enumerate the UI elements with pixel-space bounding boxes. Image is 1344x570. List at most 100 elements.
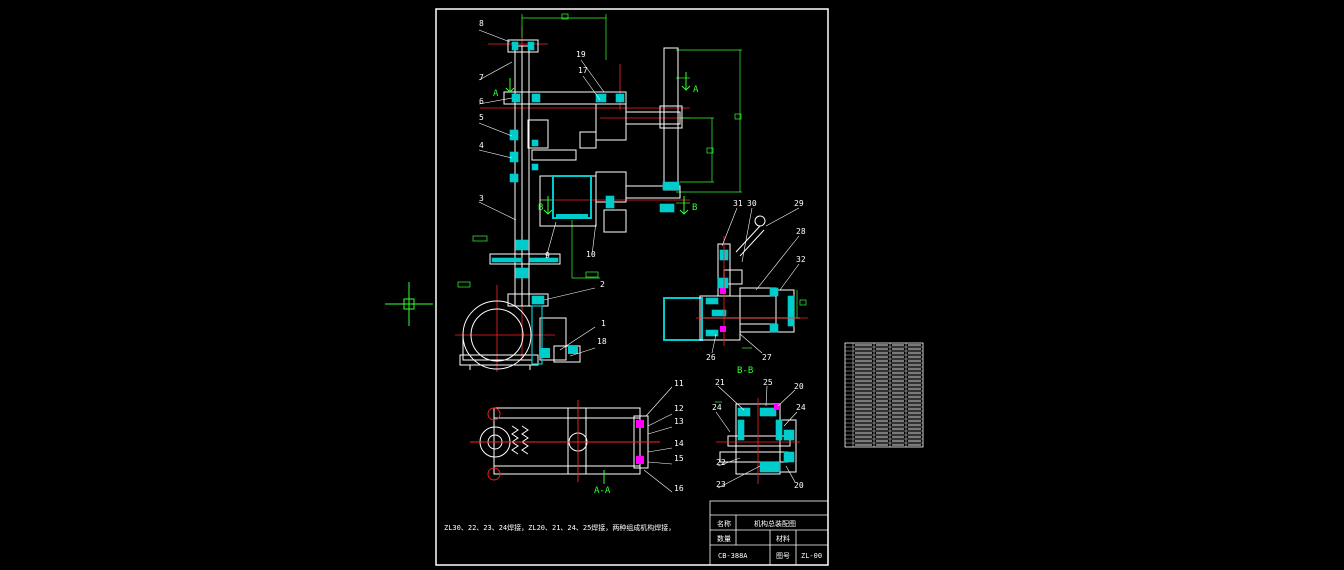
parts-list-cell <box>892 372 904 374</box>
parts-list-cell <box>908 348 921 350</box>
part-label-17: 17 <box>578 66 588 75</box>
part-label-14: 14 <box>674 439 684 448</box>
section-view-a-a <box>470 400 660 484</box>
parts-list-cell <box>908 380 921 382</box>
parts-list-cell <box>892 392 904 394</box>
section-markers: A A B B B-B A-A <box>493 85 753 496</box>
part-label-8: 8 <box>479 19 484 28</box>
parts-list-cell <box>876 408 888 410</box>
part-label-18: 18 <box>597 337 607 346</box>
parts-list-cell <box>855 408 872 410</box>
parts-list-cell <box>855 360 872 362</box>
part-label-26: 26 <box>706 353 716 362</box>
parts-list-cell <box>908 404 921 406</box>
title-block-name-label: 名称 <box>717 519 731 528</box>
parts-list-cell <box>908 432 921 434</box>
parts-list-cell <box>876 344 888 346</box>
parts-list-cell <box>876 376 888 378</box>
parts-list-cell <box>892 436 904 438</box>
parts-list-cell <box>892 380 904 382</box>
part-label-6: 6 <box>479 97 484 106</box>
section-view-b-b <box>663 215 808 346</box>
parts-list-cell <box>855 348 872 350</box>
title-block-drawing-title: 机构总装配图 <box>754 519 796 528</box>
parts-list-cell <box>892 360 904 362</box>
parts-list-cell <box>855 344 872 346</box>
part-label-4: 4 <box>479 141 484 150</box>
title-block: 名称 机构总装配图 数量 材料 CB-388A 图号 ZL-00 <box>709 500 829 566</box>
parts-list-cell <box>855 368 872 370</box>
parts-list-cell <box>855 424 872 426</box>
parts-list-cell <box>855 372 872 374</box>
parts-list-cell <box>892 412 904 414</box>
main-assembly-view <box>455 13 807 403</box>
parts-list-cell <box>908 364 921 366</box>
parts-list-cell <box>908 376 921 378</box>
part-label-22: 22 <box>716 458 726 467</box>
part-label-7: 7 <box>479 73 484 82</box>
parts-list-cell <box>876 384 888 386</box>
parts-list-cell <box>876 424 888 426</box>
part-label-16: 16 <box>674 484 684 493</box>
parts-list-cell <box>876 404 888 406</box>
parts-list-cell <box>908 368 921 370</box>
part-label-30: 30 <box>747 199 757 208</box>
parts-list-cell <box>908 392 921 394</box>
parts-list-cell <box>876 372 888 374</box>
parts-list-cell <box>908 360 921 362</box>
parts-list-cell <box>876 348 888 350</box>
part-label-24-right: 24 <box>796 403 806 412</box>
part-label-21: 21 <box>715 378 725 387</box>
parts-list-cell <box>855 396 872 398</box>
section-marker-b-left: B <box>538 203 543 213</box>
parts-list-cell <box>892 344 904 346</box>
section-marker-a-left: A <box>493 89 499 99</box>
parts-list-cell <box>876 444 888 446</box>
parts-list-cell <box>876 412 888 414</box>
parts-list-cell <box>876 364 888 366</box>
parts-list-cell <box>855 420 872 422</box>
parts-list-cell <box>855 376 872 378</box>
parts-list-cell <box>908 384 921 386</box>
parts-list-cell <box>908 412 921 414</box>
parts-list-cell <box>876 436 888 438</box>
title-block-drawing-no-label: 图号 <box>776 552 790 560</box>
weld-note: ZL30、22、23、24焊接，ZL20、21、24、25焊接，两种组成机构焊接… <box>444 523 675 532</box>
parts-list-cell <box>892 400 904 402</box>
crosshair-cursor-icon <box>385 282 433 326</box>
parts-list-cell <box>892 352 904 354</box>
parts-list-cell <box>892 384 904 386</box>
parts-list-cell <box>855 412 872 414</box>
part-label-1: 1 <box>601 319 606 328</box>
section-marker-b-right: B <box>692 203 697 213</box>
part-label-24-left: 24 <box>712 403 722 412</box>
parts-list-cell <box>876 368 888 370</box>
parts-list-cell <box>892 376 904 378</box>
section-title-b-b: B-B <box>737 366 753 376</box>
part-label-5: 5 <box>479 113 484 122</box>
part-label-10: 10 <box>586 250 596 259</box>
parts-list-cell <box>908 416 921 418</box>
parts-list-cell <box>892 416 904 418</box>
parts-list-cell <box>876 352 888 354</box>
parts-list-cell <box>855 436 872 438</box>
part-label-19: 19 <box>576 50 586 59</box>
part-label-31: 31 <box>733 199 743 208</box>
parts-list-cell <box>855 416 872 418</box>
part-label-13: 13 <box>674 417 684 426</box>
title-block-part-code: CB-388A <box>718 552 748 560</box>
parts-list-cell <box>908 440 921 442</box>
leader-lines <box>478 29 800 493</box>
parts-list-cell <box>908 436 921 438</box>
parts-list-cell <box>892 408 904 410</box>
part-label-12: 12 <box>674 404 684 413</box>
cylinder-block <box>552 175 592 219</box>
parts-list-cell <box>876 400 888 402</box>
parts-list-cell <box>892 432 904 434</box>
parts-list-cell <box>855 400 872 402</box>
parts-list-cell <box>892 420 904 422</box>
parts-list-cell <box>876 396 888 398</box>
parts-list-cell <box>892 348 904 350</box>
part-label-29: 29 <box>794 199 804 208</box>
